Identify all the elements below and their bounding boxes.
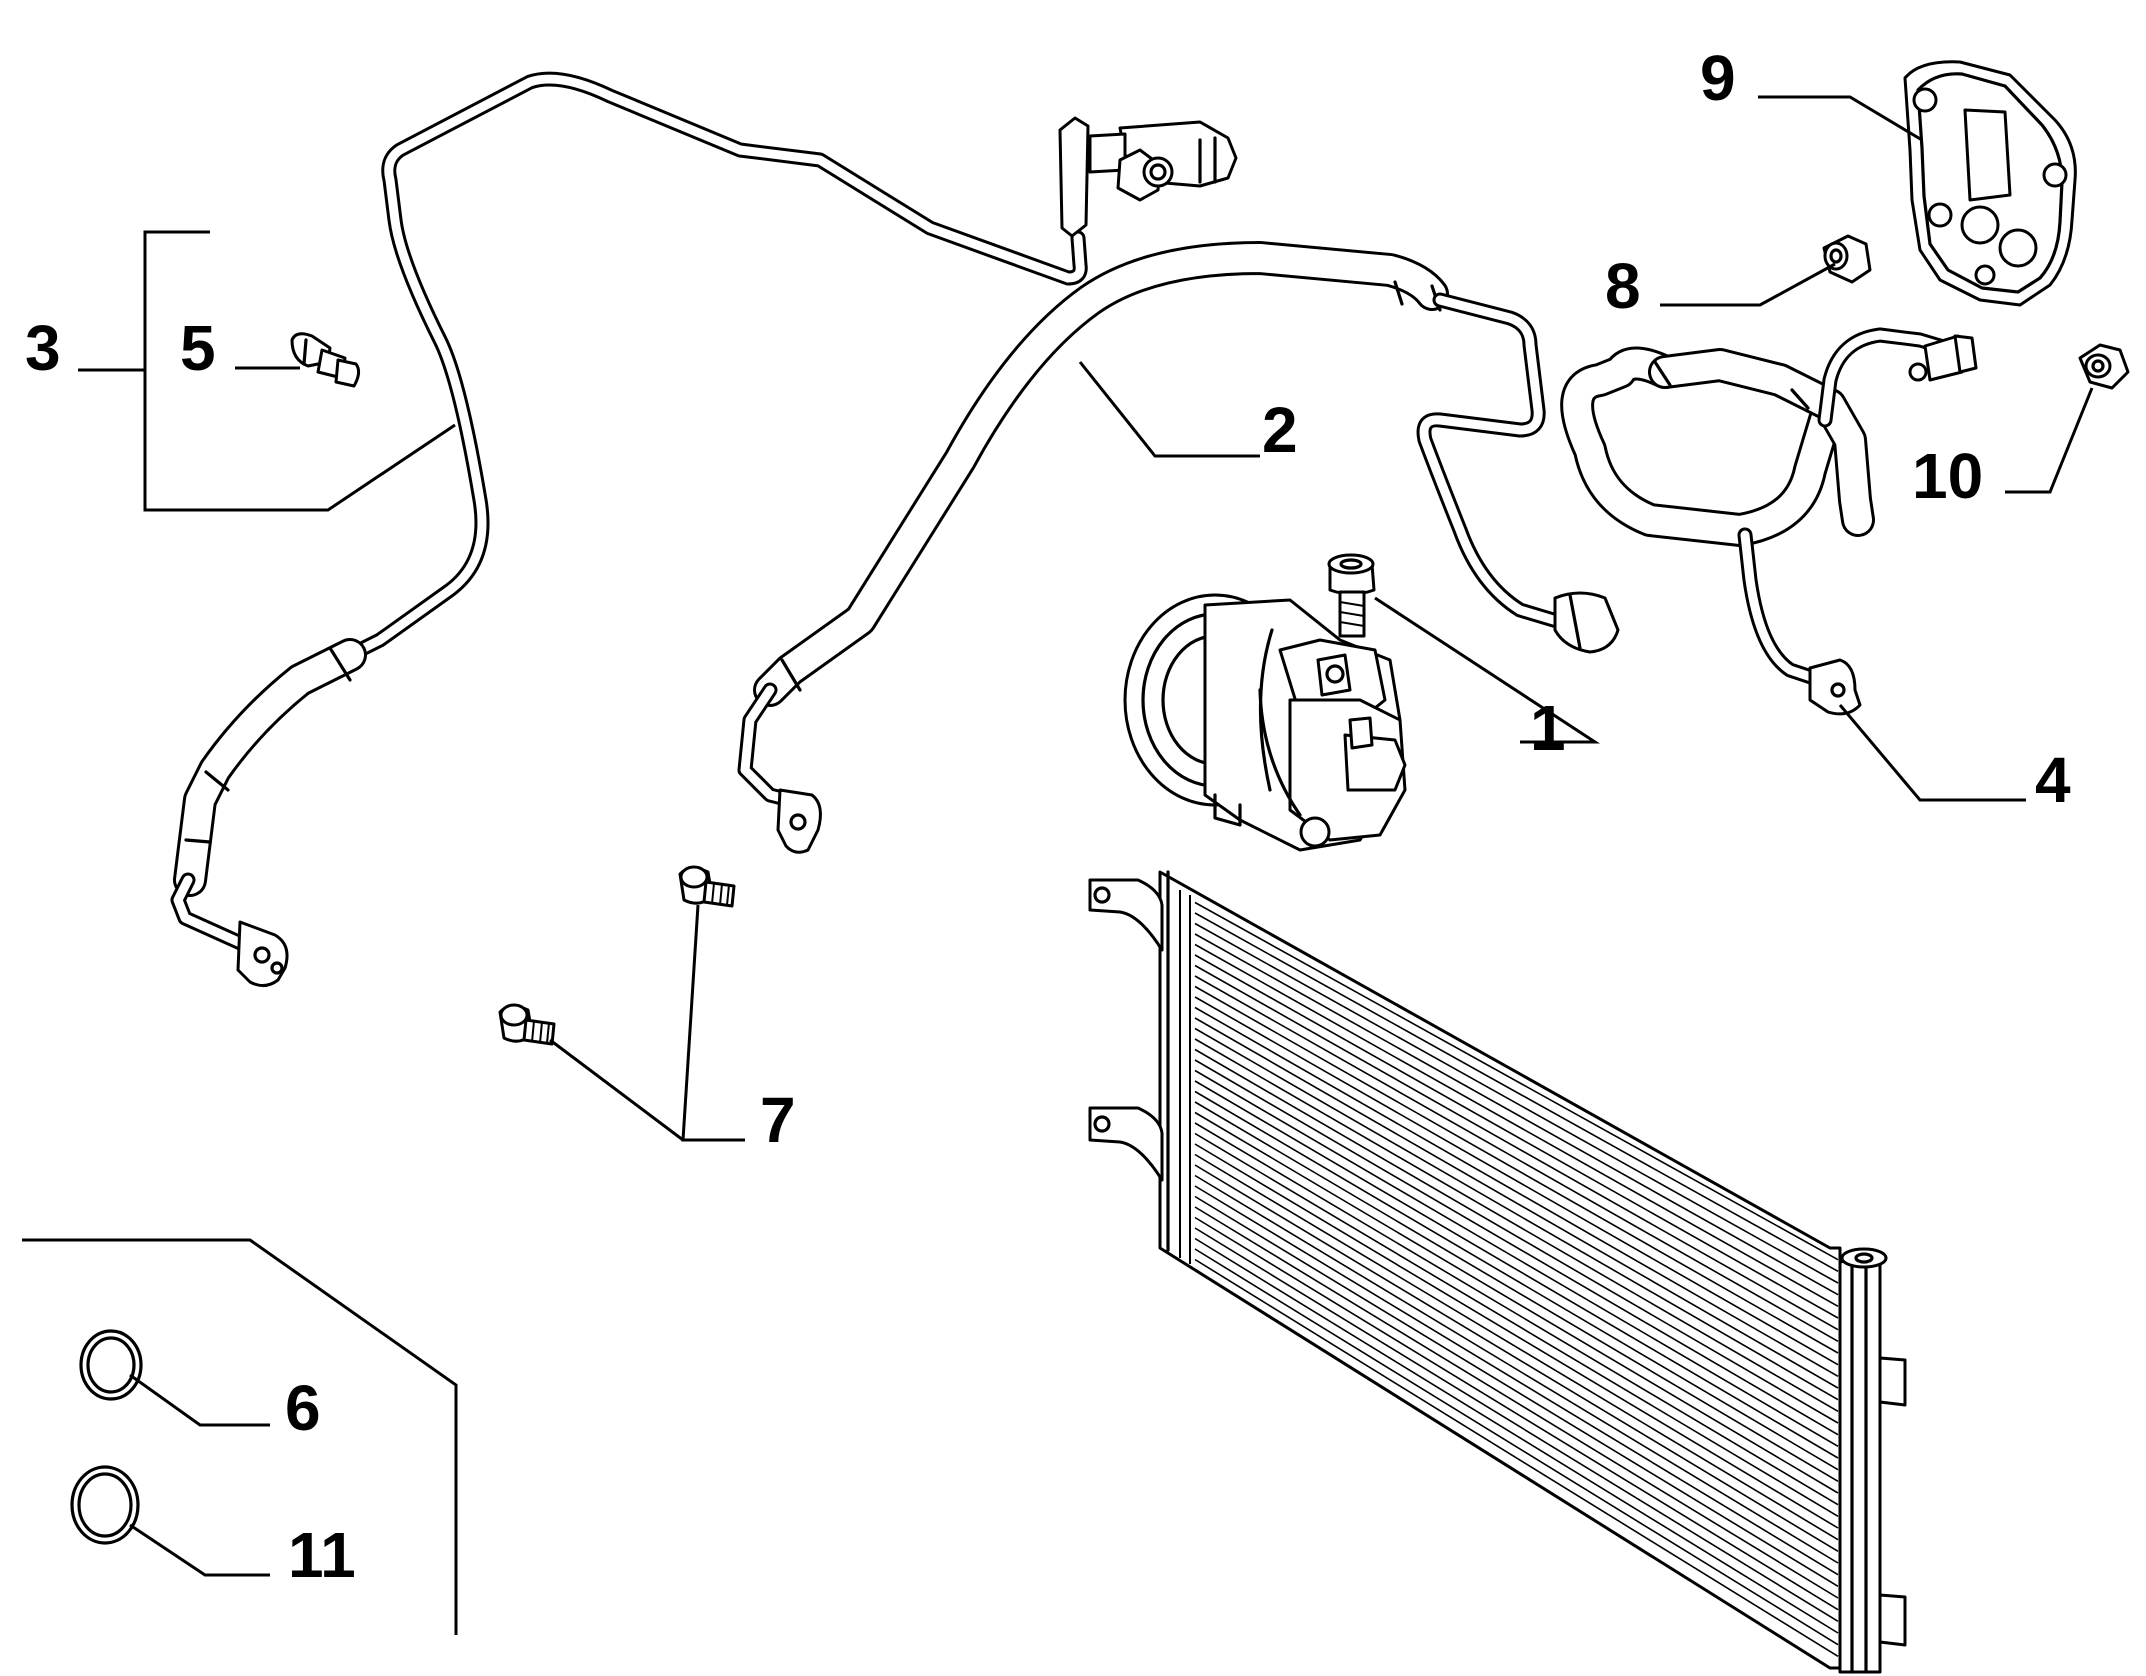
nut-part-8 (1822, 234, 1872, 284)
condenser-fin-line (1194, 1111, 1839, 1494)
callout-labels: 1 2 3 4 5 6 7 8 9 10 11 (25, 42, 2071, 1591)
condenser-fin-line (1194, 1216, 1839, 1611)
gasket-plate-part-9 (1903, 60, 2077, 307)
condenser-fin-line (1194, 1006, 1839, 1378)
discharge-pipe-part-2 (737, 241, 1620, 854)
condenser-fin-line (1194, 1090, 1839, 1471)
condenser-fin-line (1194, 1143, 1839, 1529)
callout-10: 10 (1912, 440, 1983, 512)
callout-4: 4 (2035, 744, 2071, 816)
callout-9: 9 (1700, 42, 1736, 114)
condenser-fin-line (1194, 954, 1839, 1319)
condenser-fin-line (1194, 1185, 1839, 1576)
condenser-fin-line (1194, 1101, 1839, 1483)
condenser-fin-line (1194, 1122, 1839, 1506)
condenser-fin-line (1194, 1258, 1839, 1658)
condenser-fin-line (1194, 1132, 1839, 1518)
condenser-fin-line (1194, 1153, 1839, 1541)
o-ring-part-6 (79, 1329, 143, 1401)
pressure-sensor-part-5 (290, 332, 361, 388)
liquid-line-part-4 (1560, 327, 1978, 716)
callout-5: 5 (180, 312, 216, 384)
condenser-fin-line (1194, 912, 1839, 1273)
condenser-fin-line (1194, 922, 1839, 1284)
condenser-fin-line (1194, 1227, 1839, 1623)
condenser-fin-line (1194, 1174, 1839, 1564)
condenser-fin-line (1194, 996, 1839, 1366)
condenser-fin-line (1194, 1038, 1839, 1413)
callout-2: 2 (1262, 394, 1298, 466)
condenser-fin-line (1194, 933, 1839, 1296)
callout-11: 11 (288, 1519, 356, 1591)
condenser-fin-line (1194, 1027, 1839, 1401)
callout-8: 8 (1605, 250, 1641, 322)
condenser-fin-line (1194, 985, 1839, 1354)
condenser-fin-line (1194, 1195, 1839, 1588)
callout-7: 7 (760, 1084, 796, 1156)
leader-lines (22, 95, 2094, 1635)
condenser-fin-line (1194, 1048, 1839, 1424)
suction-pipe-part-3 (170, 71, 1238, 987)
condenser-fin-line (1194, 1017, 1839, 1389)
condenser-fin-line (1194, 964, 1839, 1331)
condenser-fin-line (1194, 975, 1839, 1343)
condenser-fin-line (1194, 1237, 1839, 1634)
condenser-fin-line (1194, 1164, 1839, 1553)
condenser-fin-line (1194, 1059, 1839, 1436)
condenser-fin-line (1194, 901, 1839, 1261)
condenser-fin-line (1194, 943, 1839, 1308)
nut-part-10 (2078, 343, 2130, 390)
condenser-fin-line (1194, 1206, 1839, 1599)
callout-1: 1 (1530, 692, 1566, 764)
bolts-part-7 (498, 865, 736, 1046)
compressor-part-1 (1123, 553, 1407, 852)
condenser-fins (1194, 901, 1839, 1658)
callout-6: 6 (285, 1372, 321, 1444)
callout-3: 3 (25, 312, 61, 384)
condenser-fin-line (1194, 1080, 1839, 1459)
condenser-fin-line (1194, 1248, 1839, 1646)
condenser-fin-line (1194, 1069, 1839, 1448)
o-ring-part-11 (70, 1465, 140, 1545)
condenser (1088, 870, 1907, 1674)
